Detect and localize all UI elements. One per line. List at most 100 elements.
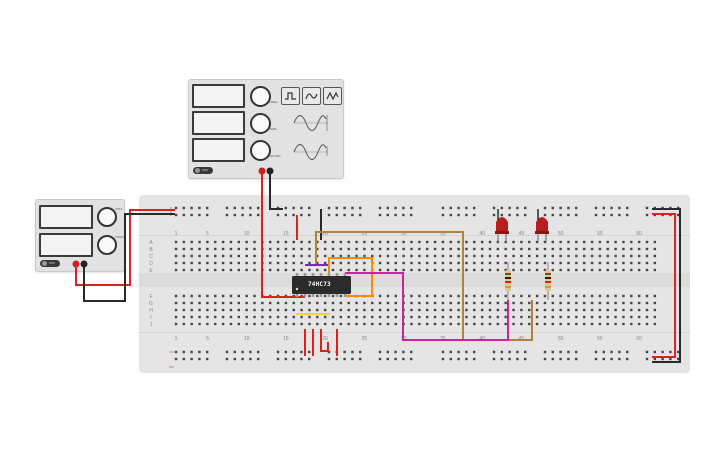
breadboard-hole[interactable] <box>551 268 554 272</box>
breadboard-hole[interactable] <box>182 247 186 251</box>
breadboard-hole[interactable] <box>535 254 539 258</box>
fg-terminal-ground[interactable] <box>266 167 274 175</box>
breadboard-hole[interactable] <box>473 315 476 319</box>
breadboard-hole[interactable] <box>198 294 201 298</box>
breadboard-hole[interactable] <box>614 315 617 319</box>
breadboard-hole[interactable] <box>426 254 429 258</box>
breadboard-hole[interactable] <box>331 268 335 272</box>
breadboard-hole[interactable] <box>653 308 657 312</box>
breadboard-hole[interactable] <box>618 213 621 217</box>
breadboard-hole[interactable] <box>449 213 452 217</box>
breadboard-hole[interactable] <box>551 308 554 312</box>
breadboard-hole[interactable] <box>351 213 354 217</box>
breadboard-hole[interactable] <box>520 308 523 312</box>
breadboard-hole[interactable] <box>524 350 527 354</box>
resistor-1[interactable] <box>505 262 511 300</box>
breadboard-hole[interactable] <box>253 254 256 258</box>
breadboard-hole[interactable] <box>363 301 366 305</box>
breadboard-hole[interactable] <box>323 268 327 272</box>
breadboard-hole[interactable] <box>182 322 186 326</box>
breadboard-hole[interactable] <box>418 261 421 265</box>
breadboard-hole[interactable] <box>441 315 445 319</box>
breadboard-hole[interactable] <box>449 322 452 326</box>
breadboard-hole[interactable] <box>359 206 362 210</box>
breadboard-hole[interactable] <box>606 254 609 258</box>
ps-power-switch[interactable]: OFF <box>40 260 60 267</box>
breadboard-hole[interactable] <box>237 301 240 305</box>
breadboard-hole[interactable] <box>225 213 229 217</box>
breadboard-hole[interactable] <box>355 247 358 251</box>
breadboard-hole[interactable] <box>559 308 562 312</box>
breadboard-hole[interactable] <box>402 254 405 258</box>
breadboard-hole[interactable] <box>488 301 492 305</box>
breadboard-hole[interactable] <box>347 247 350 251</box>
breadboard-hole[interactable] <box>300 357 303 361</box>
breadboard-hole[interactable] <box>276 350 280 354</box>
breadboard-hole[interactable] <box>190 261 193 265</box>
breadboard-hole[interactable] <box>233 357 236 361</box>
breadboard-hole[interactable] <box>206 301 209 305</box>
breadboard-hole[interactable] <box>575 213 578 217</box>
breadboard-hole[interactable] <box>316 294 319 298</box>
breadboard-hole[interactable] <box>504 261 507 265</box>
breadboard-hole[interactable] <box>276 308 280 312</box>
breadboard-hole[interactable] <box>261 301 264 305</box>
breadboard-hole[interactable] <box>206 350 209 354</box>
breadboard-hole[interactable] <box>488 294 492 298</box>
breadboard-hole[interactable] <box>190 240 193 244</box>
breadboard-hole[interactable] <box>457 247 460 251</box>
breadboard-hole[interactable] <box>610 206 613 210</box>
breadboard-hole[interactable] <box>418 240 421 244</box>
breadboard-hole[interactable] <box>661 357 664 361</box>
breadboard-hole[interactable] <box>449 268 452 272</box>
breadboard-hole[interactable] <box>504 254 507 258</box>
breadboard-hole[interactable] <box>331 247 335 251</box>
breadboard-hole[interactable] <box>504 315 507 319</box>
function-generator[interactable]: FREQ AMPL OFFSET OFF <box>188 79 344 179</box>
breadboard-hole[interactable] <box>355 240 358 244</box>
breadboard-hole[interactable] <box>394 206 397 210</box>
breadboard-hole[interactable] <box>214 247 217 251</box>
offset-knob[interactable] <box>250 140 271 161</box>
breadboard-hole[interactable] <box>500 206 503 210</box>
breadboard-hole[interactable] <box>559 322 562 326</box>
breadboard-hole[interactable] <box>418 301 421 305</box>
breadboard-hole[interactable] <box>661 350 664 354</box>
breadboard-hole[interactable] <box>598 294 602 298</box>
breadboard-hole[interactable] <box>594 206 598 210</box>
breadboard-hole[interactable] <box>626 213 629 217</box>
breadboard-hole[interactable] <box>214 301 217 305</box>
breadboard-hole[interactable] <box>229 308 233 312</box>
breadboard-hole[interactable] <box>245 308 248 312</box>
breadboard-hole[interactable] <box>351 350 354 354</box>
breadboard-hole[interactable] <box>245 315 248 319</box>
breadboard-hole[interactable] <box>535 308 539 312</box>
breadboard-hole[interactable] <box>433 240 437 244</box>
breadboard-hole[interactable] <box>567 254 570 258</box>
breadboard-hole[interactable] <box>174 308 178 312</box>
breadboard-hole[interactable] <box>371 322 374 326</box>
breadboard-hole[interactable] <box>323 240 327 244</box>
breadboard-hole[interactable] <box>567 268 570 272</box>
breadboard-hole[interactable] <box>535 268 539 272</box>
breadboard-hole[interactable] <box>418 268 421 272</box>
breadboard-hole[interactable] <box>441 254 445 258</box>
breadboard-hole[interactable] <box>520 240 523 244</box>
breadboard-hole[interactable] <box>575 308 578 312</box>
breadboard-hole[interactable] <box>245 261 248 265</box>
breadboard-hole[interactable] <box>559 240 562 244</box>
breadboard-hole[interactable] <box>339 240 343 244</box>
breadboard-hole[interactable] <box>308 206 311 210</box>
breadboard-hole[interactable] <box>473 350 476 354</box>
breadboard-hole[interactable] <box>457 268 460 272</box>
breadboard-hole[interactable] <box>630 308 633 312</box>
breadboard-hole[interactable] <box>535 247 539 251</box>
breadboard-hole[interactable] <box>284 254 288 258</box>
breadboard-hole[interactable] <box>229 261 233 265</box>
breadboard-hole[interactable] <box>520 261 523 265</box>
breadboard-hole[interactable] <box>524 213 527 217</box>
breadboard-hole[interactable] <box>653 322 657 326</box>
breadboard-hole[interactable] <box>512 261 515 265</box>
breadboard-hole[interactable] <box>559 268 562 272</box>
square-wave-button[interactable] <box>281 87 300 105</box>
